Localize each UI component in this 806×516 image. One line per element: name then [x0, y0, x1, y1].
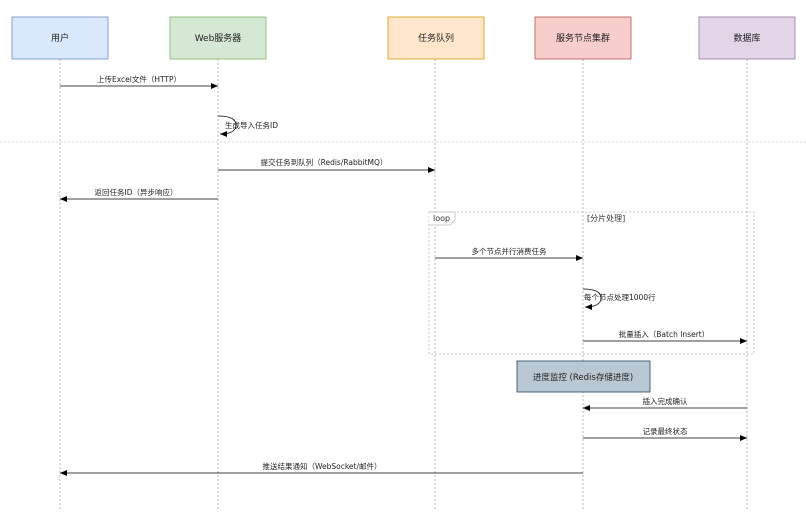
message-generate-task-id: 生成导入任务ID: [217, 115, 278, 137]
message-process-rows: 每个节点处理1000行: [582, 288, 656, 310]
participant-queue: 任务队列: [387, 16, 485, 60]
message-label: 返回任务ID（异步响应）: [95, 187, 178, 197]
message-insert-ack: 插入完成确认: [583, 396, 747, 411]
participant-box: [534, 16, 632, 60]
participant-web: Web服务器: [169, 16, 267, 60]
message-parallel-consume: 多个节点并行消费任务: [435, 246, 583, 261]
note-box: [516, 360, 651, 393]
message-label: 生成导入任务ID: [225, 120, 278, 130]
message-batch-insert: 批量插入（Batch Insert）: [583, 329, 747, 344]
message-label: 多个节点并行消费任务: [472, 246, 547, 256]
message-label: 批量插入（Batch Insert）: [619, 329, 709, 339]
message-record-final-status: 记录最终状态: [583, 426, 747, 441]
participant-label: 服务节点集群: [556, 32, 610, 44]
message-upload-excel: 上传Excel文件（HTTP）: [60, 74, 218, 89]
message-submit-to-queue: 提交任务到队列（Redis/RabbitMQ）: [218, 157, 435, 173]
participant-label: Web服务器: [195, 32, 242, 44]
message-label: 插入完成确认: [643, 396, 688, 406]
message-label: 记录最终状态: [643, 426, 688, 436]
participant-db: 数据库: [698, 16, 796, 60]
message-return-task-id: 返回任务ID（异步响应）: [60, 187, 218, 202]
message-label: 每个节点处理1000行: [584, 292, 656, 302]
loop-tab: [429, 211, 456, 226]
participant-label: 数据库: [733, 32, 760, 44]
participant-user: 用户: [11, 16, 109, 60]
message-arrow: [582, 288, 602, 310]
participant-nodes: 服务节点集群: [534, 16, 632, 60]
progress-monitor-note: 进度监控 (Redis存储进度): [516, 360, 651, 393]
loop-border: [428, 211, 755, 355]
message-label: 推送结果通知（WebSocket/邮件）: [263, 461, 382, 471]
message-label: 提交任务到队列（Redis/RabbitMQ）: [261, 157, 388, 167]
participant-label: 任务队列: [418, 32, 454, 44]
participant-label: 用户: [51, 32, 69, 44]
note-label: 进度监控 (Redis存储进度): [533, 372, 633, 383]
participant-box: [698, 16, 796, 60]
participant-box: [387, 16, 485, 60]
message-label: 上传Excel文件（HTTP）: [97, 74, 181, 84]
participant-box: [11, 16, 109, 60]
message-push-notification: 推送结果通知（WebSocket/邮件）: [60, 461, 583, 476]
participant-box: [169, 16, 267, 60]
message-arrow: [217, 115, 237, 137]
loop-keyword: loop: [433, 214, 450, 223]
loop-condition: [分片处理]: [587, 213, 625, 223]
loop-frame: loop [分片处理]: [428, 211, 755, 355]
